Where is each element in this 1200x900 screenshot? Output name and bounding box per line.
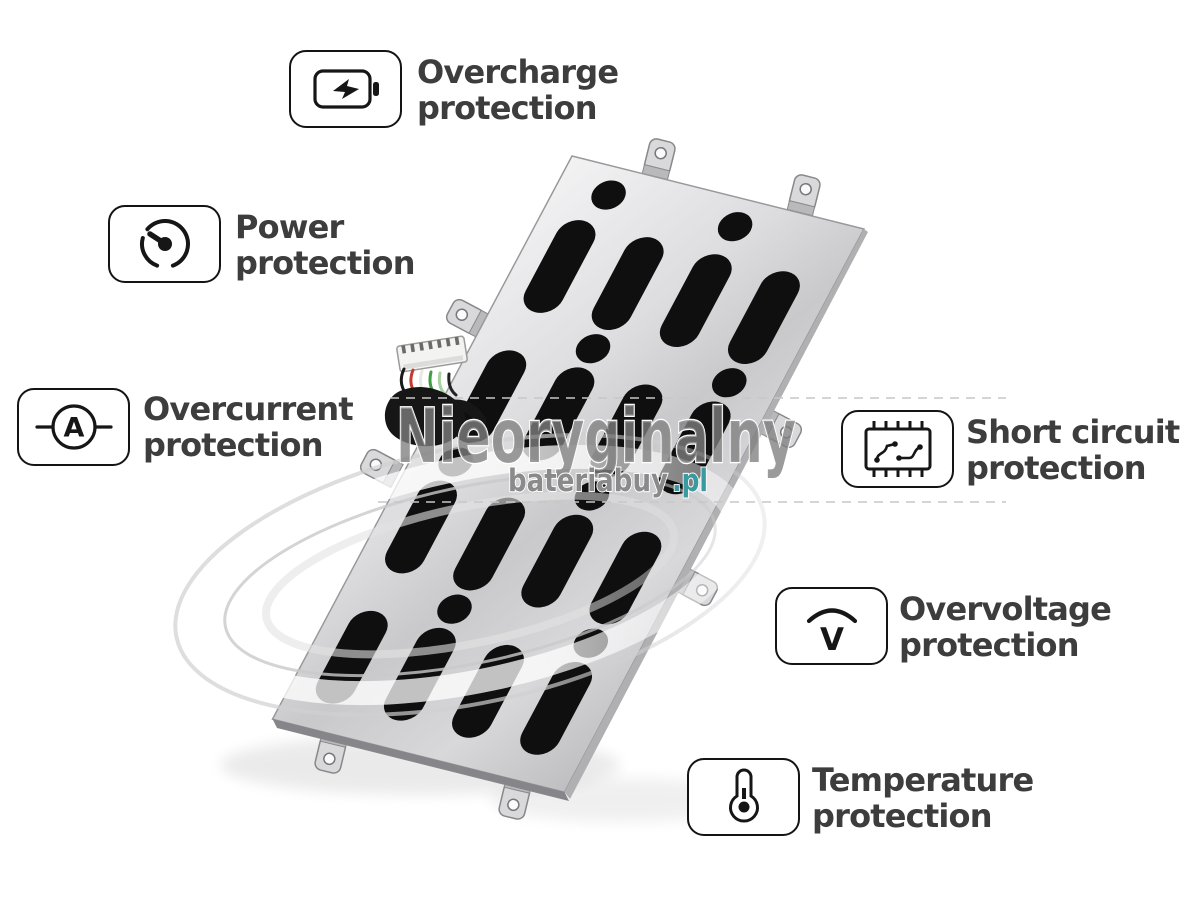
overvoltage-icon-box: V bbox=[775, 587, 888, 665]
gauge-icon bbox=[139, 219, 190, 268]
voltage-letter: V bbox=[820, 622, 844, 658]
watermark-tld: .pl bbox=[672, 463, 708, 499]
feature-subtitle: protection bbox=[966, 449, 1146, 487]
connector-plug bbox=[396, 335, 468, 373]
thermometer-icon bbox=[728, 768, 759, 823]
circuit-chip-icon bbox=[864, 421, 931, 477]
ammeter-letter: A bbox=[63, 413, 84, 444]
feature-title: Short circuit bbox=[966, 413, 1180, 451]
temperature-label: Temperature protection bbox=[812, 761, 1034, 835]
watermark-dashes bbox=[378, 397, 1006, 503]
overvoltage-label: Overvoltage protection bbox=[899, 590, 1112, 664]
plate-side-edges bbox=[272, 229, 868, 801]
feature-title: Power bbox=[235, 208, 344, 246]
feature-subtitle: protection bbox=[812, 797, 992, 835]
feature-subtitle: protection bbox=[235, 244, 415, 282]
battery-connector bbox=[384, 335, 487, 447]
cable-boot bbox=[384, 387, 466, 447]
power-icon-box bbox=[108, 205, 221, 283]
overcurrent-icon-box: A bbox=[17, 388, 130, 466]
feature-subtitle: protection bbox=[417, 89, 597, 127]
gloss-swirl bbox=[173, 433, 767, 717]
short-circuit-label: Short circuit protection bbox=[966, 413, 1180, 487]
mounting-tab bbox=[641, 136, 678, 181]
voltage-arc-icon: V bbox=[806, 608, 857, 658]
temperature-icon-box bbox=[687, 758, 800, 836]
feature-title: Temperature bbox=[812, 761, 1034, 799]
overcurrent-label: Overcurrent protection bbox=[143, 390, 354, 464]
feature-title: Overcharge bbox=[417, 53, 619, 91]
overcharge-icon-box bbox=[289, 50, 402, 128]
feature-subtitle: protection bbox=[899, 626, 1079, 664]
short-circuit-icon-box bbox=[841, 410, 954, 488]
ammeter-icon: A bbox=[34, 404, 113, 450]
watermark-brand: bateriabuy bbox=[508, 463, 668, 499]
overcharge-label: Overcharge protection bbox=[417, 53, 619, 127]
battery-charging-icon bbox=[312, 69, 379, 109]
feature-subtitle: protection bbox=[143, 426, 323, 464]
mounting-tab bbox=[786, 172, 823, 217]
feature-title: Overvoltage bbox=[899, 590, 1112, 628]
watermark-title: Nieoryginalny bbox=[396, 392, 796, 480]
feature-title: Overcurrent bbox=[143, 390, 354, 428]
power-label: Power protection bbox=[235, 209, 415, 281]
